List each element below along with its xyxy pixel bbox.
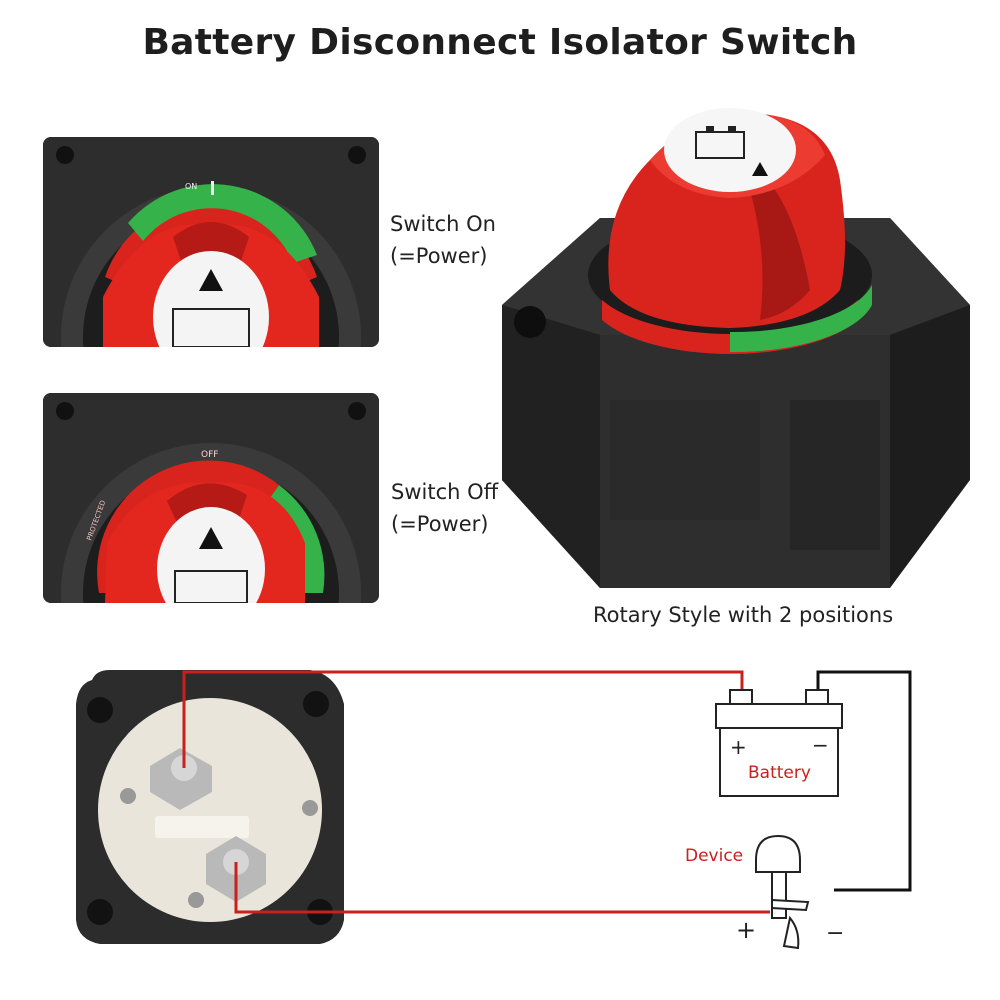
- dial-on-marking: ON: [185, 182, 197, 191]
- switch-off-label: Switch Off (=Power): [391, 480, 499, 536]
- battery-label: Battery: [748, 763, 811, 783]
- switch-off-photo: OFF PROTECTED: [43, 393, 379, 603]
- battery-symbol: + −: [715, 689, 843, 797]
- switch-on-photo: ON: [43, 137, 379, 347]
- battery-plus: +: [730, 735, 747, 759]
- battery-minus: −: [812, 733, 829, 757]
- wiring-diagram: + − + −: [0, 640, 1000, 1000]
- rotary-switch-photo: [490, 100, 990, 600]
- dial-off-marking: OFF: [201, 450, 218, 460]
- page-title: Battery Disconnect Isolator Switch: [142, 22, 858, 63]
- device-minus: −: [826, 921, 844, 946]
- switch-rear-photo: [76, 670, 344, 944]
- device-motor-symbol: + −: [736, 834, 844, 950]
- rotary-caption: Rotary Style with 2 positions: [593, 603, 894, 627]
- device-label: Device: [685, 846, 744, 866]
- device-plus: +: [736, 916, 756, 944]
- switch-on-label: Switch On (=Power): [390, 212, 496, 268]
